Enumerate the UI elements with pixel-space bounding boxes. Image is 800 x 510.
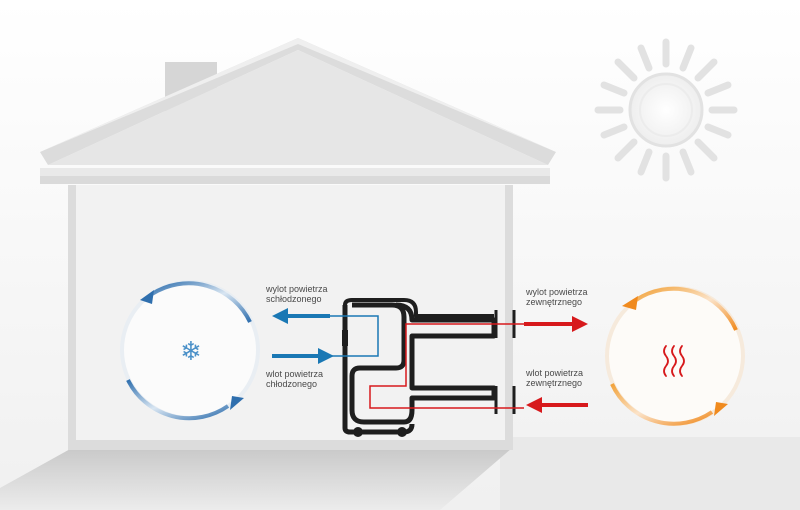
exterior-outlet-label-line2: zewnętrznego xyxy=(526,297,583,307)
snowflake-icon: ❄ xyxy=(180,337,202,367)
ground xyxy=(0,437,800,510)
exterior-outlet-arrow xyxy=(524,316,588,332)
cool-outlet-label-line2: schłodzonego xyxy=(266,294,322,304)
hot-circulation-arc-top xyxy=(634,286,738,331)
hot-circulation-arrowhead-top xyxy=(622,296,638,310)
internal-hot-path xyxy=(369,323,524,409)
hot-circulation-arrowhead-bottom xyxy=(714,402,728,416)
unit-body-outline xyxy=(349,302,497,425)
heat-pump-unit xyxy=(342,298,497,435)
exterior-inlet-label-line2: zewnętrznego xyxy=(526,378,583,388)
cool-inlet-label-line2: chłodzonego xyxy=(266,379,318,389)
exterior-inlet-label-line1: wlot powietrza xyxy=(526,368,584,378)
house-shadow xyxy=(0,448,512,510)
exterior-inlet-arrow xyxy=(526,397,588,413)
unit-wheel-right xyxy=(397,427,407,437)
cool-inlet-arrow xyxy=(272,348,334,364)
roof-eave xyxy=(40,176,550,184)
exterior-inlet-label: wlot powietrza zewnętrznego xyxy=(526,368,583,388)
cool-circulation-arc-bottom xyxy=(126,379,230,421)
exterior-outlet-label: wylot powietrza zewnętrznego xyxy=(526,287,588,307)
wall-left xyxy=(68,185,76,447)
cool-circulation-arrowhead-top xyxy=(140,290,154,304)
exterior-outlet-label-line1: wylot powietrza xyxy=(526,287,588,297)
floor xyxy=(68,440,513,450)
cool-outlet-arrow xyxy=(272,308,330,324)
unit-wheel-left xyxy=(353,427,363,437)
cool-inlet-label-line1: wlot powietrza xyxy=(266,369,324,379)
wall-right xyxy=(505,185,513,447)
sun-icon xyxy=(594,38,738,182)
indoor-air-circulation xyxy=(120,280,260,421)
cool-inlet-label: wlot powietrza chłodzonego xyxy=(266,369,323,389)
heat-waves-icon xyxy=(663,345,685,377)
cool-outlet-label: wylot powietrza schłodzonego xyxy=(266,284,328,304)
cool-outlet-label-line1: wylot powietrza xyxy=(266,284,328,294)
internal-cool-path xyxy=(330,315,379,357)
hot-circulation-arc-bottom xyxy=(610,383,714,426)
cool-circulation-arc-top xyxy=(150,281,252,323)
cool-circulation-arrowhead-bottom xyxy=(230,396,244,410)
